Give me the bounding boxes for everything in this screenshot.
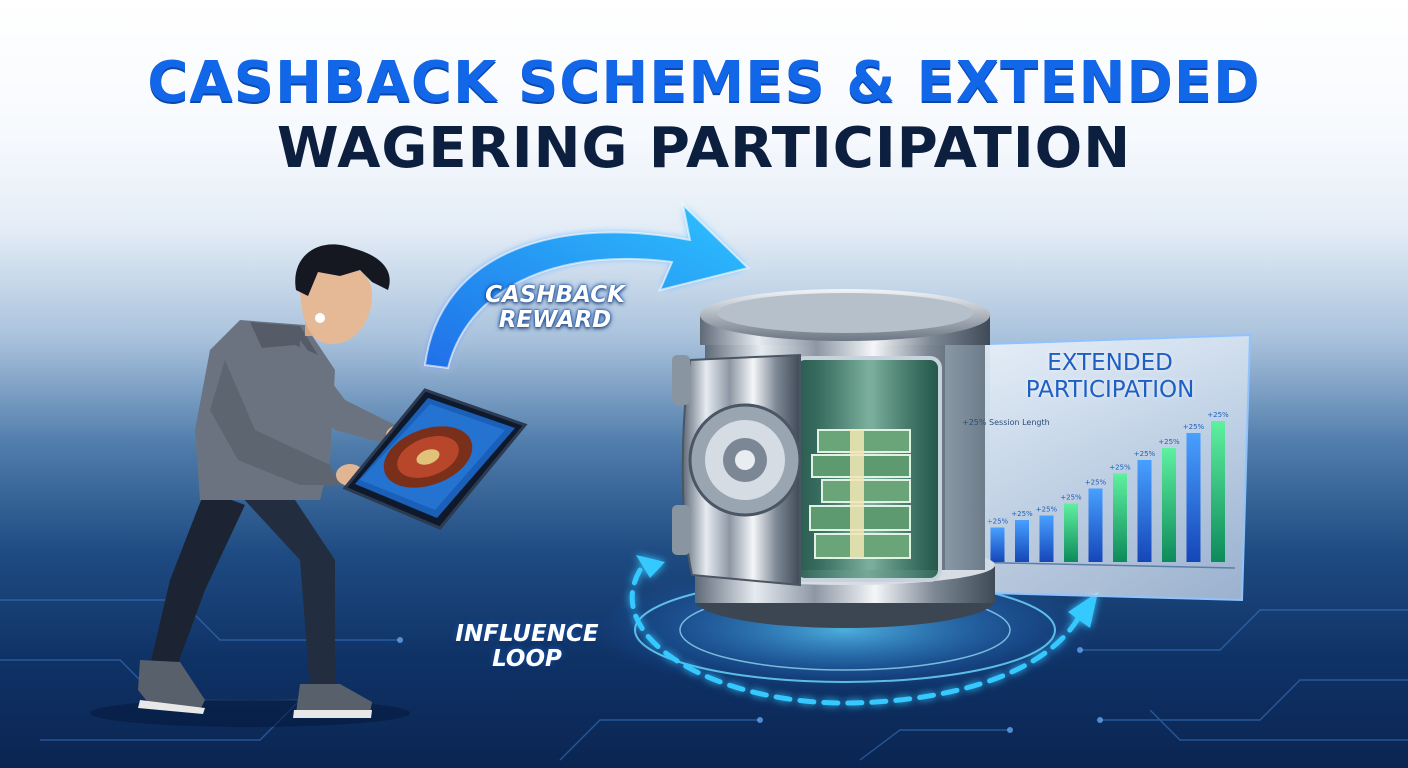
- bar-label-6: +25%: [1085, 479, 1107, 487]
- bar-label-2: +25%: [987, 518, 1009, 526]
- bar-4: [1039, 515, 1054, 562]
- bar-9: [1162, 448, 1176, 562]
- bar-label-4: +25%: [1036, 506, 1058, 514]
- bar-label-10: +25%: [1183, 423, 1205, 431]
- bar-8: [1137, 460, 1152, 562]
- chart-label: +25% Session Length: [962, 418, 1050, 427]
- bar-7: [1113, 473, 1127, 562]
- panel-title: EXTENDED PARTICIPATION: [1025, 350, 1195, 404]
- bar-label-5: +25%: [1060, 494, 1082, 502]
- bar-label-11: +25%: [1207, 411, 1229, 419]
- bar-group: +25%+25%+25%+25%+25%+25%+25%+25%+25%+25%…: [962, 411, 1229, 562]
- bar-label-8: +25%: [1134, 450, 1156, 458]
- bar-6: [1088, 488, 1103, 562]
- bar-label-9: +25%: [1158, 438, 1180, 446]
- cashback-reward-label: CASHBACK REWARD: [485, 282, 625, 333]
- title-line-1: CASHBACK SCHEMES & EXTENDED: [147, 50, 1261, 115]
- tablet-roulette-icon: [342, 388, 528, 530]
- chart-panel: +25%+25%+25%+25%+25%+25%+25%+25%+25%+25%…: [953, 333, 1252, 602]
- bar-10: [1186, 433, 1201, 562]
- person-illustration: [138, 244, 414, 718]
- bar-11: [1211, 421, 1225, 562]
- bar-label-3: +25%: [1011, 510, 1033, 518]
- influence-loop-label: INFLUENCE LOOP: [455, 621, 599, 672]
- bar-2: [990, 527, 1005, 562]
- circuit-lines: [0, 599, 1408, 761]
- vault-safe-icon: [672, 289, 995, 628]
- bar-label-7: +25%: [1109, 464, 1131, 472]
- title-line-2: WAGERING PARTICIPATION: [276, 116, 1132, 181]
- cash-stack-icon: [809, 429, 911, 559]
- bar-5: [1064, 503, 1078, 562]
- loop-arrow-icon: [629, 555, 1098, 706]
- cashback-arrow-icon: [423, 202, 750, 370]
- bar-3: [1015, 520, 1029, 562]
